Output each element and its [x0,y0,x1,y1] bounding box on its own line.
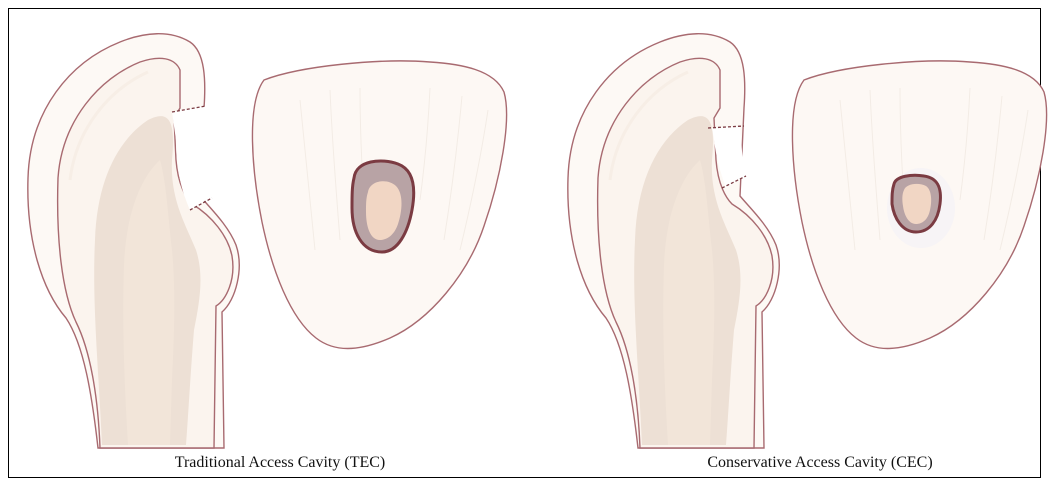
tec-longitudinal-section [28,34,239,448]
cec-panel [568,34,1047,448]
tec-caption: Traditional Access Cavity (TEC) [175,454,386,472]
cec-longitudinal-section [568,34,779,448]
cec-occlusal-view [792,61,1046,349]
tec-panel [28,34,507,448]
cec-caption: Conservative Access Cavity (CEC) [707,454,932,472]
tec-occlusal-view [252,61,506,349]
